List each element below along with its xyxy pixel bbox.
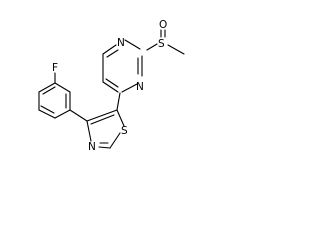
atom-label-o: O	[159, 19, 167, 31]
atom-label-n-pyrimidine-lower: N	[136, 81, 144, 93]
bond-ph-c1-c2	[54, 109, 71, 119]
bond-ph-c5-c6	[54, 82, 71, 93]
bond-ph-c2-c3	[38, 109, 56, 119]
bond-c4-phenyl	[69, 109, 88, 122]
atom-label-f: F	[52, 62, 58, 74]
bond-c4-thiazole-c5	[116, 92, 121, 111]
bond-ph-c4-c5	[38, 82, 56, 93]
bond-ph-c2-c3-inner	[40, 105, 55, 114]
bond-pyr-n3-c4	[121, 83, 138, 93]
atom-label-s-thiazole: S	[121, 125, 128, 137]
bond-pyr-c4-c5	[102, 81, 119, 93]
structure-diagram: N N S O S N F	[38, 19, 185, 153]
bond-pyr-c6-n1	[102, 44, 117, 55]
bond-pyr-c6-n1-inner	[106, 49, 119, 58]
atom-label-n-pyrimidine-upper: N	[117, 37, 125, 49]
bond-pyr-n1-c2	[124, 39, 141, 50]
bond-s-methyl	[167, 44, 185, 55]
molecule-canvas: N N S O S N F	[0, 0, 216, 170]
bond-thz-c4-c5	[86, 109, 118, 122]
bond-c2-s	[146, 43, 158, 51]
atom-label-n-thiazole: N	[88, 141, 96, 153]
bond-ph-c4-c5-inner	[42, 86, 56, 95]
bond-thz-c5-s	[116, 109, 125, 127]
bond-thz-s-c2	[109, 132, 121, 149]
bond-thz-c4-c5-inner	[90, 114, 115, 125]
atom-label-s-sulfoxide: S	[158, 38, 165, 50]
bond-thz-c2-n3	[98, 146, 111, 149]
bond-pyr-c4-c5-inner	[105, 78, 119, 88]
bond-thz-n3-c4	[86, 120, 92, 142]
